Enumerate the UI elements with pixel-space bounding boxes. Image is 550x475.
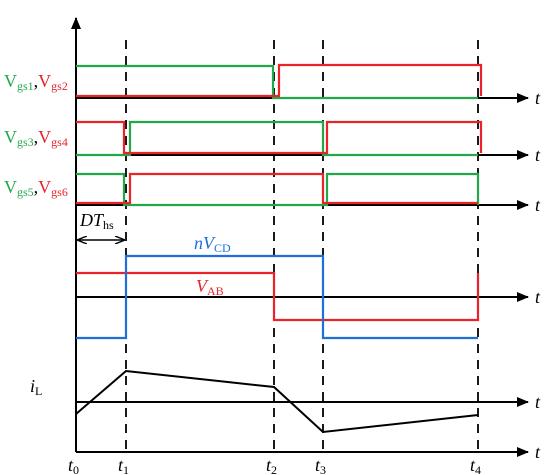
t-axis-label-6: t	[535, 442, 541, 462]
t-axis-label-3: t	[535, 195, 541, 215]
label-vgs56: Vgs5,Vgs6	[4, 177, 68, 199]
t-axis-label-5: t	[535, 392, 541, 412]
waveform-vgs1	[76, 64, 478, 100]
label-il: iL	[30, 376, 42, 398]
label-nvcd: nVCD	[194, 233, 231, 255]
time-axes	[76, 93, 529, 457]
t-axis-label-4: t	[535, 287, 541, 307]
waveform-vgs4	[76, 120, 483, 155]
time-label-t3: t3	[315, 455, 326, 475]
time-label-t0: t0	[68, 455, 79, 475]
waveform-vgs5	[76, 172, 480, 207]
label-vab: VAB	[196, 276, 224, 298]
waveform-nvcd	[76, 254, 478, 340]
time-label-t2: t2	[266, 455, 277, 475]
t-axis-label-1: t	[535, 88, 541, 108]
waveform-vgs2	[76, 63, 483, 98]
time-label-t1: t1	[118, 455, 129, 475]
label-vgs34: Vgs3,Vgs4	[4, 127, 68, 149]
time-markers	[125, 40, 479, 452]
t-axis-label-2: t	[535, 145, 541, 165]
label-dt-hs: DThs	[79, 210, 114, 232]
waveform-vgs6	[76, 172, 478, 205]
waveform-il	[75, 369, 479, 434]
label-vgs12: Vgs1,Vgs2	[4, 71, 68, 93]
time-label-t4: t4	[470, 455, 481, 475]
waveform-vgs3	[76, 120, 478, 157]
waveform-vab	[76, 271, 480, 322]
